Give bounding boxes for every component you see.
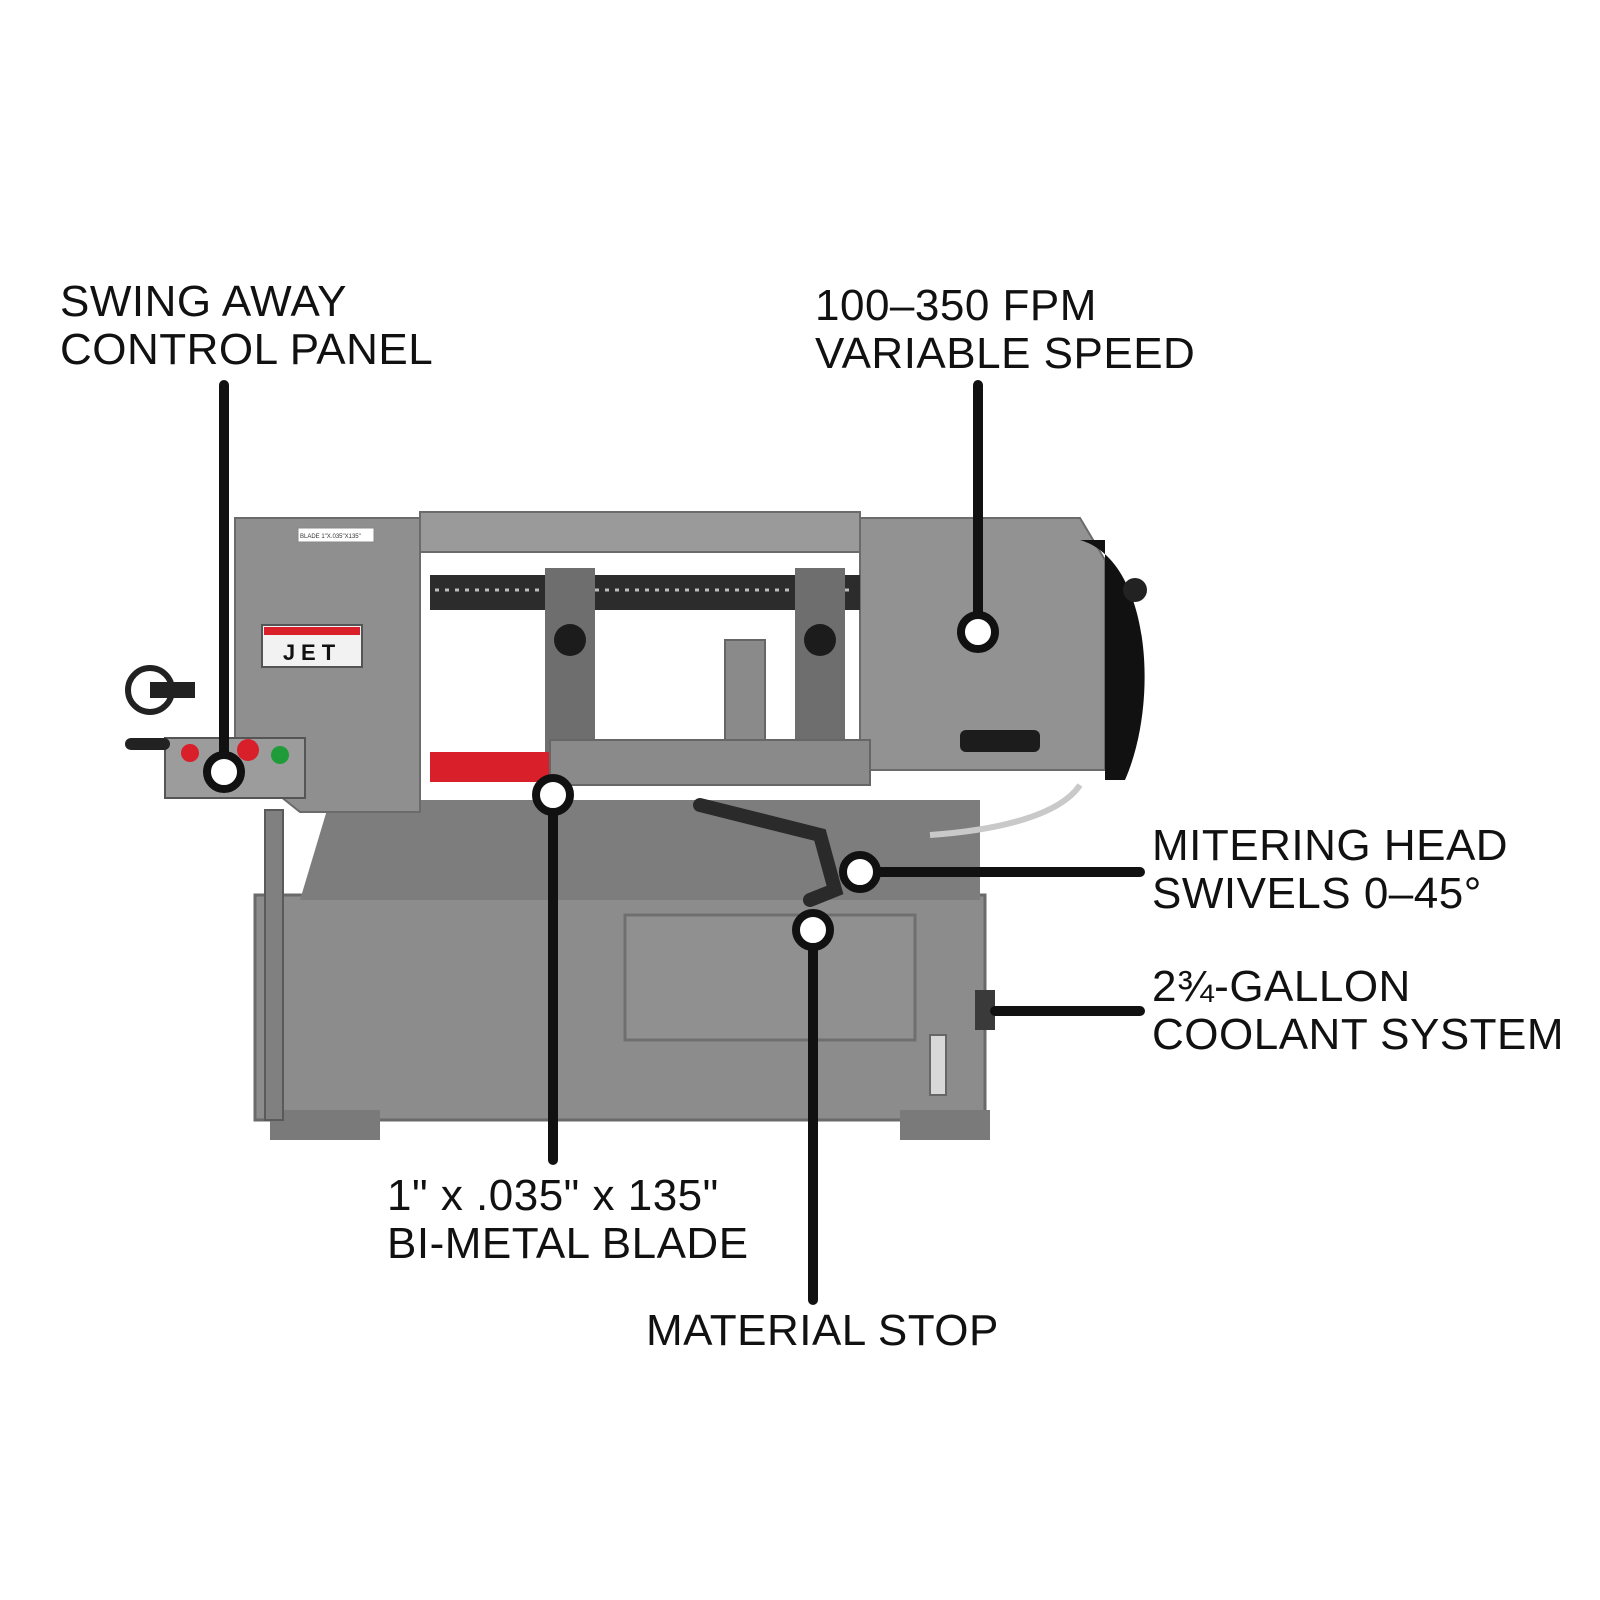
callout-coolant-line2: COOLANT SYSTEM <box>1152 1010 1565 1059</box>
handwheel-shaft <box>150 682 195 698</box>
red-table-insert <box>430 752 550 782</box>
start-button <box>271 746 289 764</box>
guide-rail <box>430 575 860 610</box>
dot-speed <box>957 611 999 653</box>
base-foot-right <box>900 1110 990 1140</box>
material-stop-arm <box>693 798 844 907</box>
blade-guide-left <box>545 568 595 768</box>
carry-handle <box>960 730 1040 752</box>
support-post <box>264 809 284 1121</box>
coolant-gauge <box>929 1034 947 1096</box>
callout-speed: 100–350 FPM VARIABLE SPEED <box>815 282 1195 378</box>
base-foot-left <box>270 1110 380 1140</box>
callout-coolant: 2¾-GALLON COOLANT SYSTEM <box>1152 963 1564 1059</box>
callout-blade: 1" x .035" x 135" BI-METAL BLADE <box>387 1172 749 1268</box>
callout-control-panel-line2: CONTROL PANEL <box>60 325 434 374</box>
leader-dots <box>203 611 999 951</box>
callout-speed-line2: VARIABLE SPEED <box>815 329 1196 378</box>
guide-knob-left <box>554 624 586 656</box>
stop-button <box>181 744 199 762</box>
work-table <box>549 739 871 786</box>
tension-knob <box>1123 578 1147 602</box>
callout-mitering: MITERING HEAD SWIVELS 0–45° <box>1152 822 1508 918</box>
spec-plate <box>297 527 375 543</box>
callout-mitering-line1: MITERING HEAD <box>1152 821 1509 870</box>
emergency-button <box>237 739 259 761</box>
dot-blade <box>532 774 574 816</box>
callout-control-panel: SWING AWAY CONTROL PANEL <box>60 278 433 374</box>
callout-mitering-line2: SWIVELS 0–45° <box>1152 869 1482 918</box>
base-door-panel <box>623 913 917 1042</box>
coolant-hose <box>929 783 1083 838</box>
dot-stop <box>792 909 834 951</box>
callout-control-panel-line1: SWING AWAY <box>60 277 347 326</box>
callout-blade-line2: BI-METAL BLADE <box>387 1219 749 1268</box>
callout-stop-line1: MATERIAL STOP <box>646 1306 999 1355</box>
callout-blade-line1: 1" x .035" x 135" <box>387 1171 719 1220</box>
leader-lines <box>219 380 1145 1305</box>
spec-plate-text: BLADE 1"X.035"X135" <box>300 534 361 540</box>
lower-frame <box>300 800 980 900</box>
blade-guard-top <box>419 511 861 553</box>
callout-stop: MATERIAL STOP <box>646 1307 999 1355</box>
coolant-tank <box>975 990 995 1030</box>
guide-knob-right <box>804 624 836 656</box>
jet-logo-stripe <box>264 627 360 635</box>
blade-guide-right <box>795 568 845 768</box>
dot-mitering <box>839 851 881 893</box>
lever-handle <box>125 738 170 750</box>
jet-logo: JET <box>283 640 341 665</box>
callout-coolant-line1: 2¾-GALLON <box>1152 962 1411 1011</box>
callout-speed-line1: 100–350 FPM <box>815 281 1097 330</box>
dot-control-panel <box>203 751 245 793</box>
